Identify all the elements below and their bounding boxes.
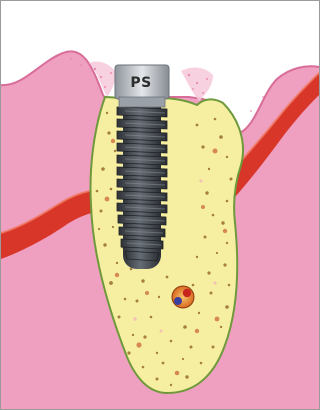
vein-dot <box>174 297 182 305</box>
dental-implant-icon <box>117 101 167 269</box>
nerve-canal <box>172 286 194 308</box>
canal-outline <box>172 286 194 308</box>
gum-sulcus-right <box>181 68 213 101</box>
artery-dot <box>183 289 191 297</box>
abutment-collar <box>119 97 165 107</box>
abutment-label: PS <box>119 75 163 91</box>
